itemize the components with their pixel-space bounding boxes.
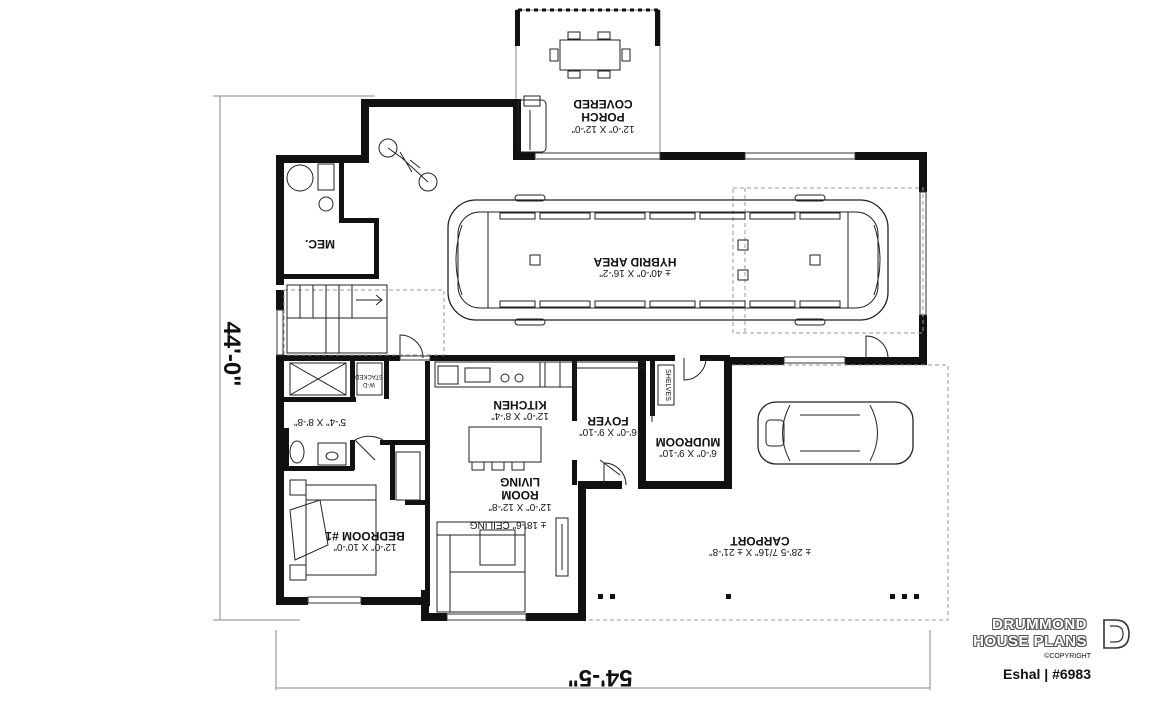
bath-fixtures (289, 362, 421, 501)
plan-name: Eshal | #6983 (1003, 666, 1091, 682)
stacked-label-1: STACKED (354, 373, 383, 379)
hybrid-label: HYBRID AREA (593, 255, 676, 269)
foyer-size: 6'-0" X 9'-10" (579, 426, 637, 437)
mec-label: MEC. (305, 237, 335, 251)
rv-vehicle (447, 194, 889, 326)
living-size: 12'-0" X 12'-8" (488, 501, 552, 512)
living-label-1: LIVING (500, 475, 540, 489)
bicycle (378, 138, 438, 192)
living-room-furniture (436, 517, 569, 613)
room-labels: COVERED PORCH 12'-0" X 12'-0" MEC. HYBRI… (294, 97, 811, 557)
mudroom-size: 6'-0" X 9'-10" (659, 447, 717, 458)
hybrid-size: ± 40'-0" X 16'-2" (599, 267, 671, 278)
mudroom-shelves (651, 364, 675, 422)
bedroom-size: 12'-0" X 10'-0" (333, 541, 397, 552)
bedroom-label: BEDROOM #1 (325, 529, 405, 543)
brand-logo: DRUMMOND HOUSE PLANS ©COPYRIGHT Eshal | … (962, 614, 1137, 704)
living-ceiling: ± 18'-6" CEILING (470, 519, 547, 530)
carport-outline (586, 364, 949, 621)
kitchen-fixtures (434, 361, 645, 471)
car (757, 401, 914, 465)
stacked-label-2: W-D (362, 381, 375, 387)
depth-dimension: 44'-0" (218, 321, 245, 386)
kitchen-label: KITCHEN (493, 398, 546, 412)
dimension-lines (213, 95, 931, 690)
mechanical-equipment (286, 163, 335, 212)
carport-size: ± 28'-5 7/16" X ± 21'-8" (709, 546, 811, 557)
exterior-walls (276, 99, 927, 621)
doors (354, 334, 889, 486)
carport-label: CARPORT (730, 534, 790, 548)
bath-size: 5'-4" X 8'-8" (294, 416, 347, 427)
porch-label-2: PORCH (581, 110, 624, 124)
brand-copyright: ©COPYRIGHT (1044, 653, 1091, 660)
bedroom-furniture (289, 479, 377, 581)
overall-dimensions: 54'-5" 44'-0" (218, 321, 633, 691)
shelves-label: SHELVES (664, 369, 671, 401)
width-dimension: 54'-5" (567, 664, 632, 691)
brand-line-2: HOUSE PLANS (973, 633, 1087, 650)
brand-d-icon (1103, 619, 1130, 649)
foyer-label: FOYER (587, 414, 629, 428)
porch-size: 12'-0" X 12'-0" (571, 123, 635, 134)
patio-table (549, 31, 631, 79)
mudroom-label: MUDROOM (656, 435, 721, 449)
brand-line-1: DRUMMOND (992, 616, 1087, 633)
lounge-chairs (517, 95, 547, 153)
porch-label-1: COVERED (573, 97, 633, 111)
living-label-2: ROOM (501, 488, 538, 502)
kitchen-size: 12'-0" X 8'-4" (491, 410, 549, 421)
stairs (286, 284, 388, 354)
